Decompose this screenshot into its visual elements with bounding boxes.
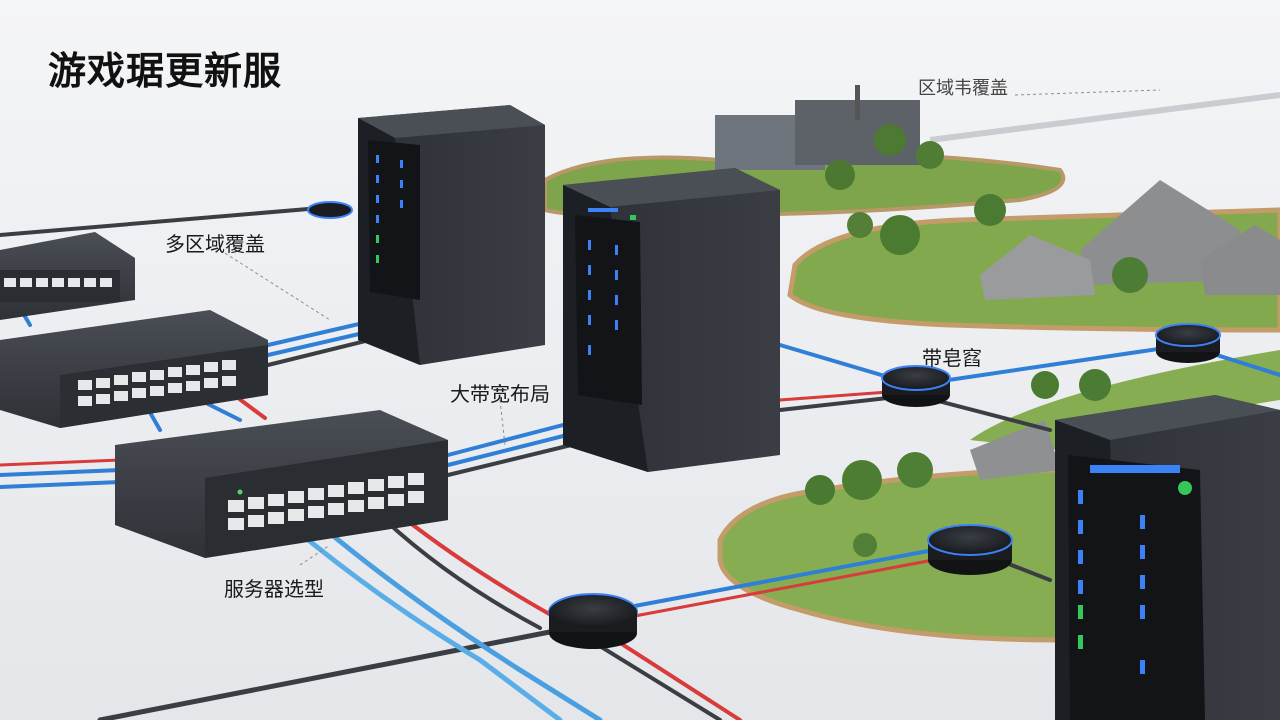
server-tower-2 — [563, 168, 780, 472]
hub-node-2 — [927, 524, 1013, 575]
network-switch-2 — [0, 310, 268, 428]
island-lower — [717, 350, 1280, 643]
label-hub: 带皂窞 — [922, 346, 982, 370]
hub-node-1 — [548, 593, 638, 649]
label-multi-region: 多区域覆盖 — [165, 232, 265, 256]
network-hubs — [307, 201, 1221, 649]
server-tower-1 — [358, 105, 545, 365]
label-region-coverage: 区域韦覆盖 — [918, 78, 1008, 99]
network-switch-3 — [115, 410, 448, 558]
hub-node-3 — [881, 365, 951, 407]
label-bandwidth-layout: 大带宽布局 — [450, 382, 550, 406]
page-title: 游戏琚更新服 — [48, 49, 283, 93]
label-server-selection: 服务器选型 — [224, 577, 324, 601]
cables — [0, 206, 1280, 720]
island-right — [787, 180, 1280, 333]
hub-node-5 — [307, 201, 353, 219]
label-leader-lines — [219, 89, 1161, 566]
server-tower-3 — [1055, 395, 1280, 720]
hub-node-4 — [1155, 323, 1221, 363]
network-switch-1 — [0, 232, 135, 320]
